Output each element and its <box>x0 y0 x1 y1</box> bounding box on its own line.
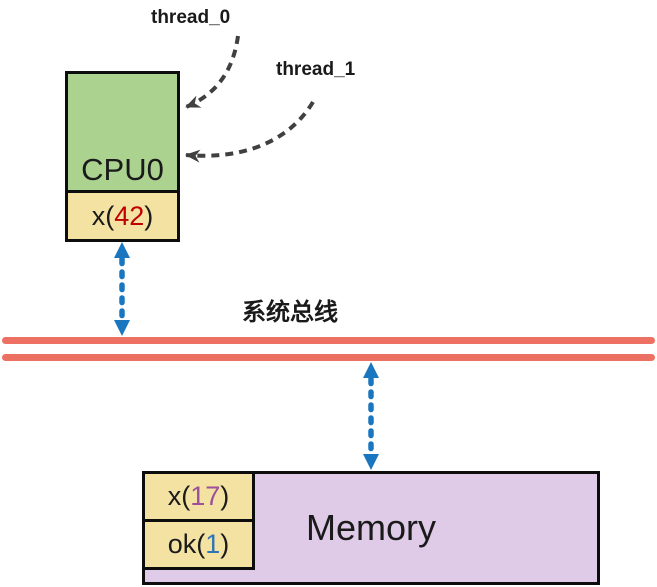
cpu-cell-close: ) <box>144 200 154 231</box>
memory-cell-ok: ok(1) <box>142 519 255 570</box>
cpu0-box: CPU0 <box>65 71 180 193</box>
memory-cell-ok-open: ok( <box>167 529 206 559</box>
bus-line-top <box>2 337 655 344</box>
memory-box: Memory x(17) ok(1) <box>142 471 600 585</box>
thread-0-label: thread_0 <box>151 7 231 28</box>
memory-label: Memory <box>305 507 436 548</box>
thread-0-arrow <box>185 35 240 109</box>
bus-line-bottom <box>2 354 655 361</box>
memory-cell-ok-value: 1 <box>205 529 221 559</box>
memory-cell-ok-close: ) <box>220 529 230 559</box>
cpu-bus-arrow <box>114 242 130 336</box>
memory-cell-x: x(17) <box>142 471 255 522</box>
memory-cell-x-open: x( <box>167 481 191 511</box>
cpu-cell-open: x( <box>91 200 115 231</box>
system-bus-label: 系统总线 <box>242 299 338 326</box>
cpu-cell-value: 42 <box>114 200 145 231</box>
memory-cell-x-close: ) <box>220 481 230 511</box>
thread-1-label: thread_1 <box>276 59 356 80</box>
cpu0-label: CPU0 <box>81 152 164 187</box>
cpu-cache-cell: x(42) <box>65 190 180 242</box>
bus-memory-arrow <box>363 362 379 470</box>
thread-1-arrow <box>185 100 315 163</box>
memory-cell-x-value: 17 <box>190 481 221 511</box>
